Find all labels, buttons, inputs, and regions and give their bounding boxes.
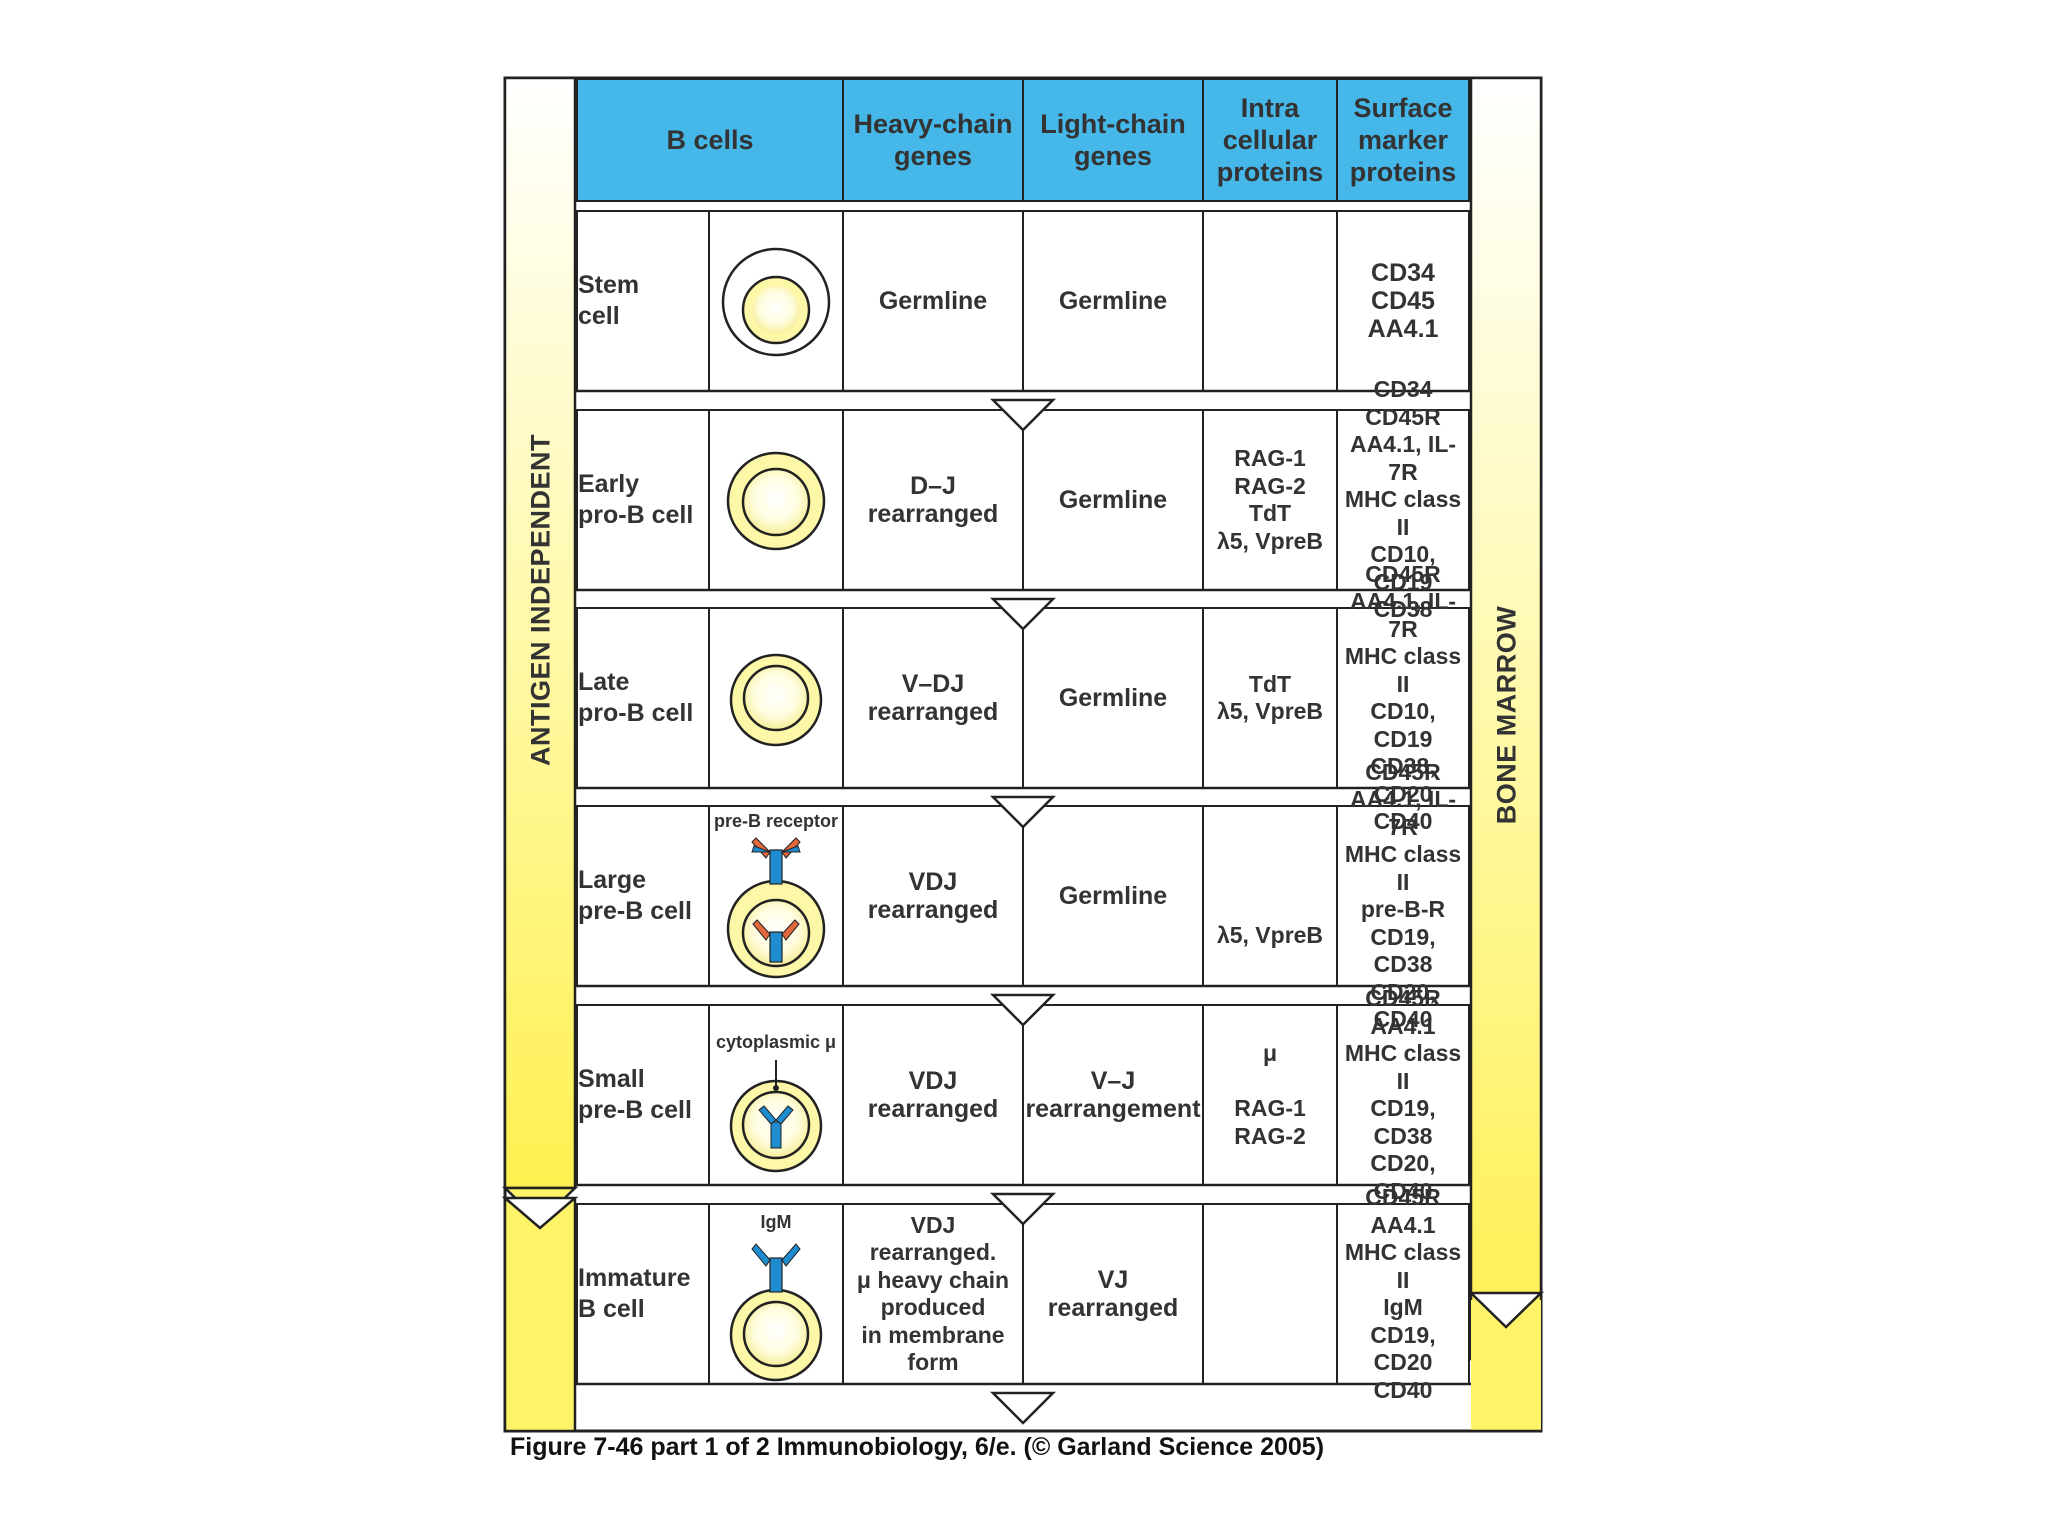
intracellular-value — [1203, 1204, 1337, 1384]
surface-marker-value: CD45R AA4.1 MHC class II IgM CD19, CD20 … — [1344, 1184, 1462, 1403]
light-chain-value: Germline — [1058, 287, 1168, 315]
light-chain-value: Germline — [1058, 882, 1168, 910]
header-surface-marker-proteins: Surface marker proteins — [1349, 93, 1457, 187]
antigen-independent-label: ANTIGEN INDEPENDENT — [525, 433, 556, 767]
intracellular-value: μ RAG-1 RAG-2 — [1234, 1040, 1306, 1149]
header-b-cells: B cells — [666, 125, 754, 155]
light-chain-value: VJ rearranged — [1047, 1266, 1179, 1322]
stage-label: Small pre-B cell — [578, 1065, 692, 1124]
intracellular-value: TdT λ5, VpreB — [1216, 670, 1324, 725]
cytoplasmic-mu-label: cytoplasmic μ — [715, 1032, 837, 1052]
stage-label: Large pre-B cell — [578, 866, 692, 925]
stage-label: Stem cell — [578, 271, 640, 330]
column-dividers — [708, 211, 1338, 1384]
pre-b-receptor-label: pre-B receptor — [713, 811, 839, 831]
heavy-chain-value: VDJ rearranged. μ heavy chain produced i… — [856, 1211, 1010, 1376]
header-intracellular-proteins: Intra cellular proteins — [1216, 93, 1324, 187]
heavy-chain-value: D–J rearranged — [867, 472, 999, 528]
small-pre-b-cell-icon — [729, 1060, 823, 1173]
light-chain-value: Germline — [1058, 486, 1168, 514]
header-light-chain-genes: Light-chain genes — [1040, 109, 1186, 171]
progression-arrow-6 — [991, 1391, 1055, 1425]
light-chain-value: V–J rearrangement — [1025, 1067, 1201, 1123]
surface-marker-value: CD34 CD45 AA4.1 — [1367, 259, 1439, 343]
figure-caption: Figure 7-46 part 1 of 2 Immunobiology, 6… — [510, 1433, 1325, 1461]
immature-b-cell-icon — [729, 1243, 823, 1382]
heavy-chain-value: V–DJ rearranged — [867, 670, 999, 726]
igm-label: IgM — [760, 1212, 792, 1232]
surface-marker-value: CD45R AA4.1, IL-7R MHC class II pre-B-R … — [1344, 759, 1462, 1033]
heavy-chain-value: VDJ rearranged — [867, 1067, 999, 1123]
intracellular-value — [1203, 211, 1337, 391]
light-chain-value: Germline — [1058, 684, 1168, 712]
heavy-chain-value: VDJ rearranged — [867, 868, 999, 924]
surface-marker-value: CD45R AA4.1 MHC class II CD19, CD38 CD20… — [1344, 985, 1462, 1204]
late-pro-b-cell-icon — [729, 653, 823, 747]
heavy-chain-value: Germline — [878, 287, 988, 315]
stage-label: Late pro-B cell — [578, 668, 694, 727]
intracellular-value: RAG-1 RAG-2 TdT λ5, VpreB — [1216, 445, 1324, 554]
stem-cell-icon — [721, 247, 831, 357]
antigen-independent-band — [501, 76, 579, 1433]
stage-label: Immature B cell — [578, 1264, 691, 1323]
early-pro-b-cell-icon — [726, 451, 826, 551]
large-pre-b-cell-icon — [726, 837, 826, 979]
header-heavy-chain-genes: Heavy-chain genes — [853, 109, 1013, 171]
intracellular-value: λ5, VpreB — [1216, 922, 1324, 949]
stage-label: Early pro-B cell — [578, 470, 694, 529]
bone-marrow-band — [1467, 76, 1545, 1433]
bone-marrow-label: BONE MARROW — [1491, 605, 1522, 825]
